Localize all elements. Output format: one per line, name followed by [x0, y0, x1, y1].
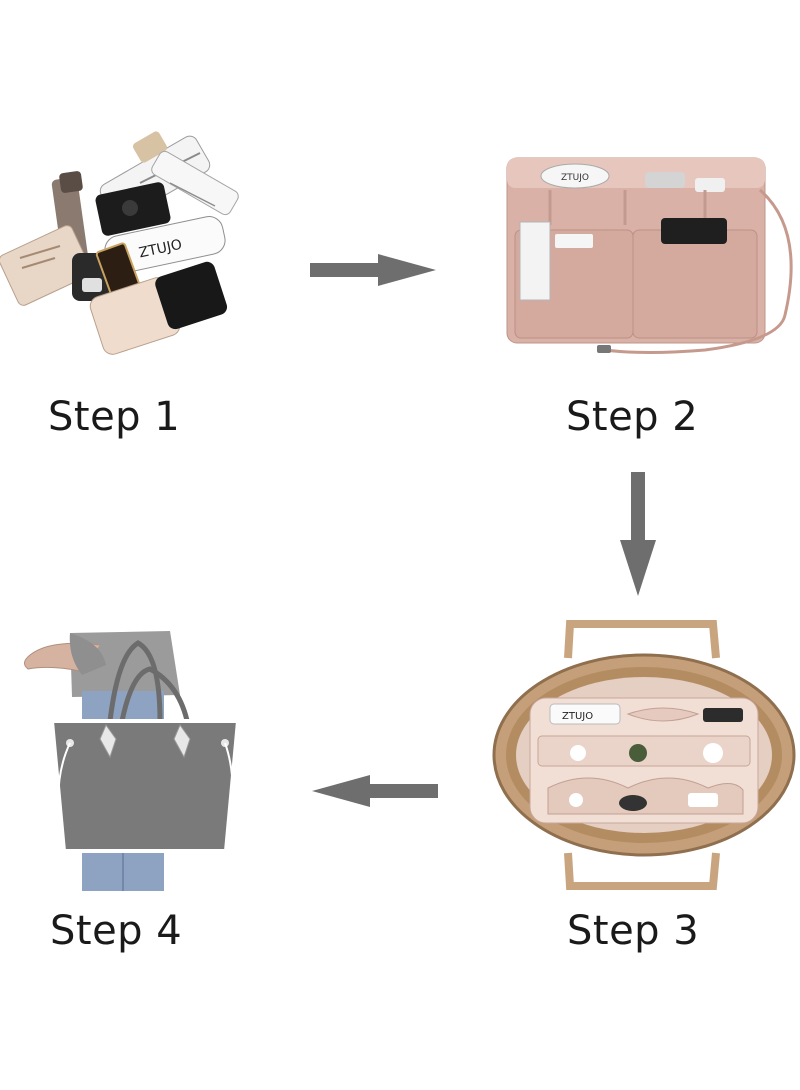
organizer-brand-text: ZTUJO — [561, 173, 589, 183]
person-with-tote-illustration — [24, 631, 241, 891]
organizer-in-tote-brand-text: ZTUJO — [562, 711, 593, 722]
step-2-label: Step 2 — [566, 394, 699, 440]
organizer-in-tote-illustration: ZTUJO — [492, 620, 796, 890]
black-compact-icon — [95, 182, 171, 236]
arrow-left-icon — [312, 775, 438, 807]
beige-bottle-icon — [89, 261, 228, 355]
step-4-label: Step 4 — [50, 908, 183, 954]
cream-box-icon — [0, 225, 92, 306]
step-1-label: Step 1 — [48, 394, 181, 440]
white-tube-right-icon — [151, 150, 239, 216]
branded-tube-icon: ZTUJO — [104, 216, 226, 274]
step-3-label: Step 3 — [567, 908, 700, 954]
arrow-down-icon — [620, 472, 656, 596]
cosmetics-pile-illustration: ZTUJO — [0, 131, 239, 355]
arrow-right-icon — [310, 254, 436, 286]
felt-organizer-illustration: ZTUJO — [506, 157, 793, 354]
